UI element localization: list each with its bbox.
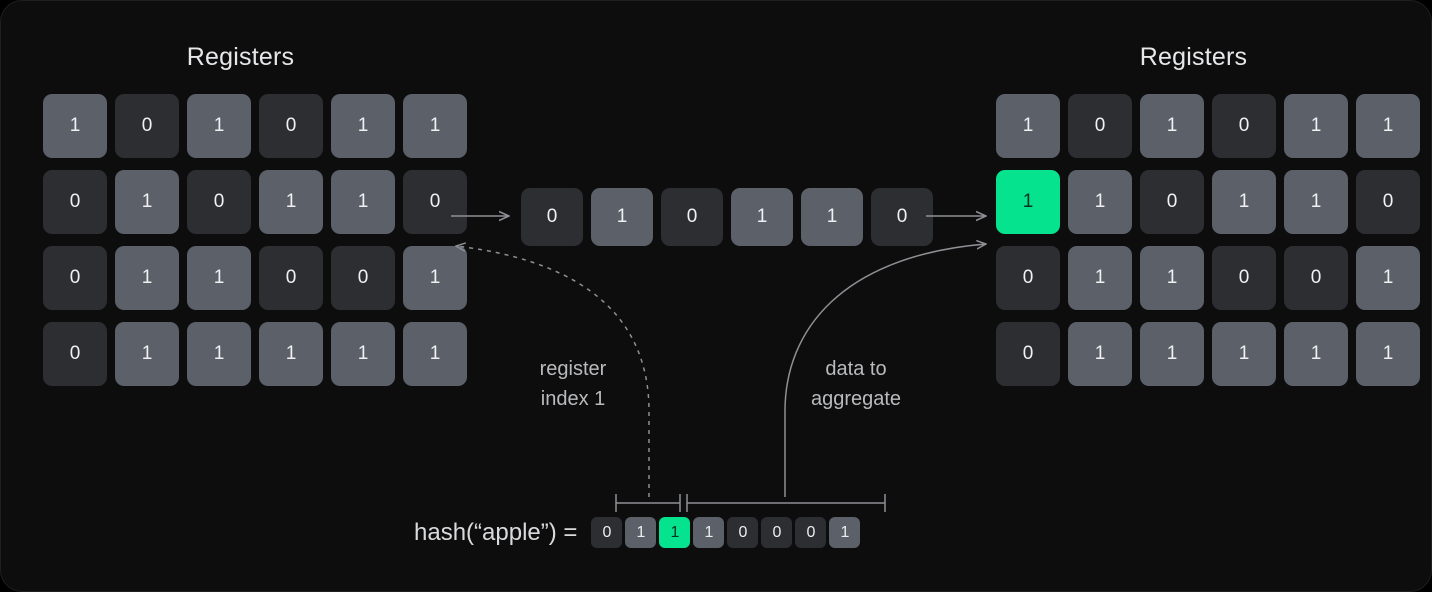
selected-register-cell: 0 bbox=[871, 188, 933, 246]
register-cell: 0 bbox=[43, 246, 107, 310]
register-cell: 1 bbox=[1212, 322, 1276, 386]
register-cell: 1 bbox=[1284, 322, 1348, 386]
register-cell: 0 bbox=[403, 170, 467, 234]
hash-bit: 0 bbox=[795, 517, 827, 548]
register-cell: 1 bbox=[259, 322, 323, 386]
hash-label: hash(“apple”) = bbox=[414, 518, 578, 546]
hash-bit: 1 bbox=[829, 517, 861, 548]
register-cell: 1 bbox=[403, 94, 467, 158]
hash-bit: 0 bbox=[727, 517, 759, 548]
bracket-register-index bbox=[615, 494, 681, 512]
register-cell-highlighted: 1 bbox=[996, 170, 1060, 234]
register-cell: 0 bbox=[43, 170, 107, 234]
register-cell: 1 bbox=[996, 94, 1060, 158]
register-cell: 1 bbox=[115, 170, 179, 234]
register-cell: 1 bbox=[331, 94, 395, 158]
hash-bit-highlighted: 1 bbox=[659, 517, 691, 548]
register-cell: 0 bbox=[1356, 170, 1420, 234]
register-cell: 0 bbox=[187, 170, 251, 234]
register-cell: 1 bbox=[115, 246, 179, 310]
hash-bit: 1 bbox=[693, 517, 725, 548]
panel-title-left: Registers bbox=[186, 43, 295, 71]
selected-register-cell: 1 bbox=[731, 188, 793, 246]
register-cell: 0 bbox=[1212, 246, 1276, 310]
register-cell: 1 bbox=[1140, 94, 1204, 158]
register-cell: 0 bbox=[1284, 246, 1348, 310]
selected-register-cell: 0 bbox=[521, 188, 583, 246]
register-cell: 1 bbox=[1140, 246, 1204, 310]
register-cell: 1 bbox=[1356, 246, 1420, 310]
selected-register-cell: 1 bbox=[801, 188, 863, 246]
register-cell: 1 bbox=[259, 170, 323, 234]
register-cell: 0 bbox=[996, 246, 1060, 310]
register-cell: 1 bbox=[43, 94, 107, 158]
register-cell: 1 bbox=[403, 246, 467, 310]
register-cell: 0 bbox=[1212, 94, 1276, 158]
register-cell: 0 bbox=[259, 94, 323, 158]
selected-register-cell: 1 bbox=[591, 188, 653, 246]
register-cell: 0 bbox=[331, 246, 395, 310]
register-cell: 1 bbox=[403, 322, 467, 386]
register-cell: 1 bbox=[331, 322, 395, 386]
bracket-data-bits bbox=[686, 494, 886, 512]
hash-bit: 1 bbox=[625, 517, 657, 548]
register-cell: 0 bbox=[1068, 94, 1132, 158]
selected-register-cell: 0 bbox=[661, 188, 723, 246]
annotation-data-to-aggregate: data to aggregate bbox=[810, 358, 902, 410]
register-cell: 1 bbox=[187, 246, 251, 310]
register-cell: 1 bbox=[187, 94, 251, 158]
register-cell: 0 bbox=[1140, 170, 1204, 234]
register-cell: 1 bbox=[1284, 94, 1348, 158]
register-cell: 1 bbox=[1068, 246, 1132, 310]
hash-bit: 0 bbox=[761, 517, 793, 548]
panel-title-right: Registers bbox=[1139, 43, 1248, 71]
register-cell: 1 bbox=[1140, 322, 1204, 386]
register-cell: 1 bbox=[1068, 322, 1132, 386]
hash-bit: 0 bbox=[591, 517, 623, 548]
register-cell: 1 bbox=[1356, 322, 1420, 386]
register-cell: 0 bbox=[43, 322, 107, 386]
annotation-register-index: register index 1 bbox=[539, 358, 607, 410]
register-cell: 1 bbox=[115, 322, 179, 386]
register-cell: 1 bbox=[187, 322, 251, 386]
register-cell: 1 bbox=[1068, 170, 1132, 234]
register-cell: 1 bbox=[1356, 94, 1420, 158]
register-cell: 0 bbox=[259, 246, 323, 310]
register-cell: 0 bbox=[996, 322, 1060, 386]
register-cell: 1 bbox=[1212, 170, 1276, 234]
register-cell: 0 bbox=[115, 94, 179, 158]
register-cell: 1 bbox=[331, 170, 395, 234]
register-cell: 1 bbox=[1284, 170, 1348, 234]
